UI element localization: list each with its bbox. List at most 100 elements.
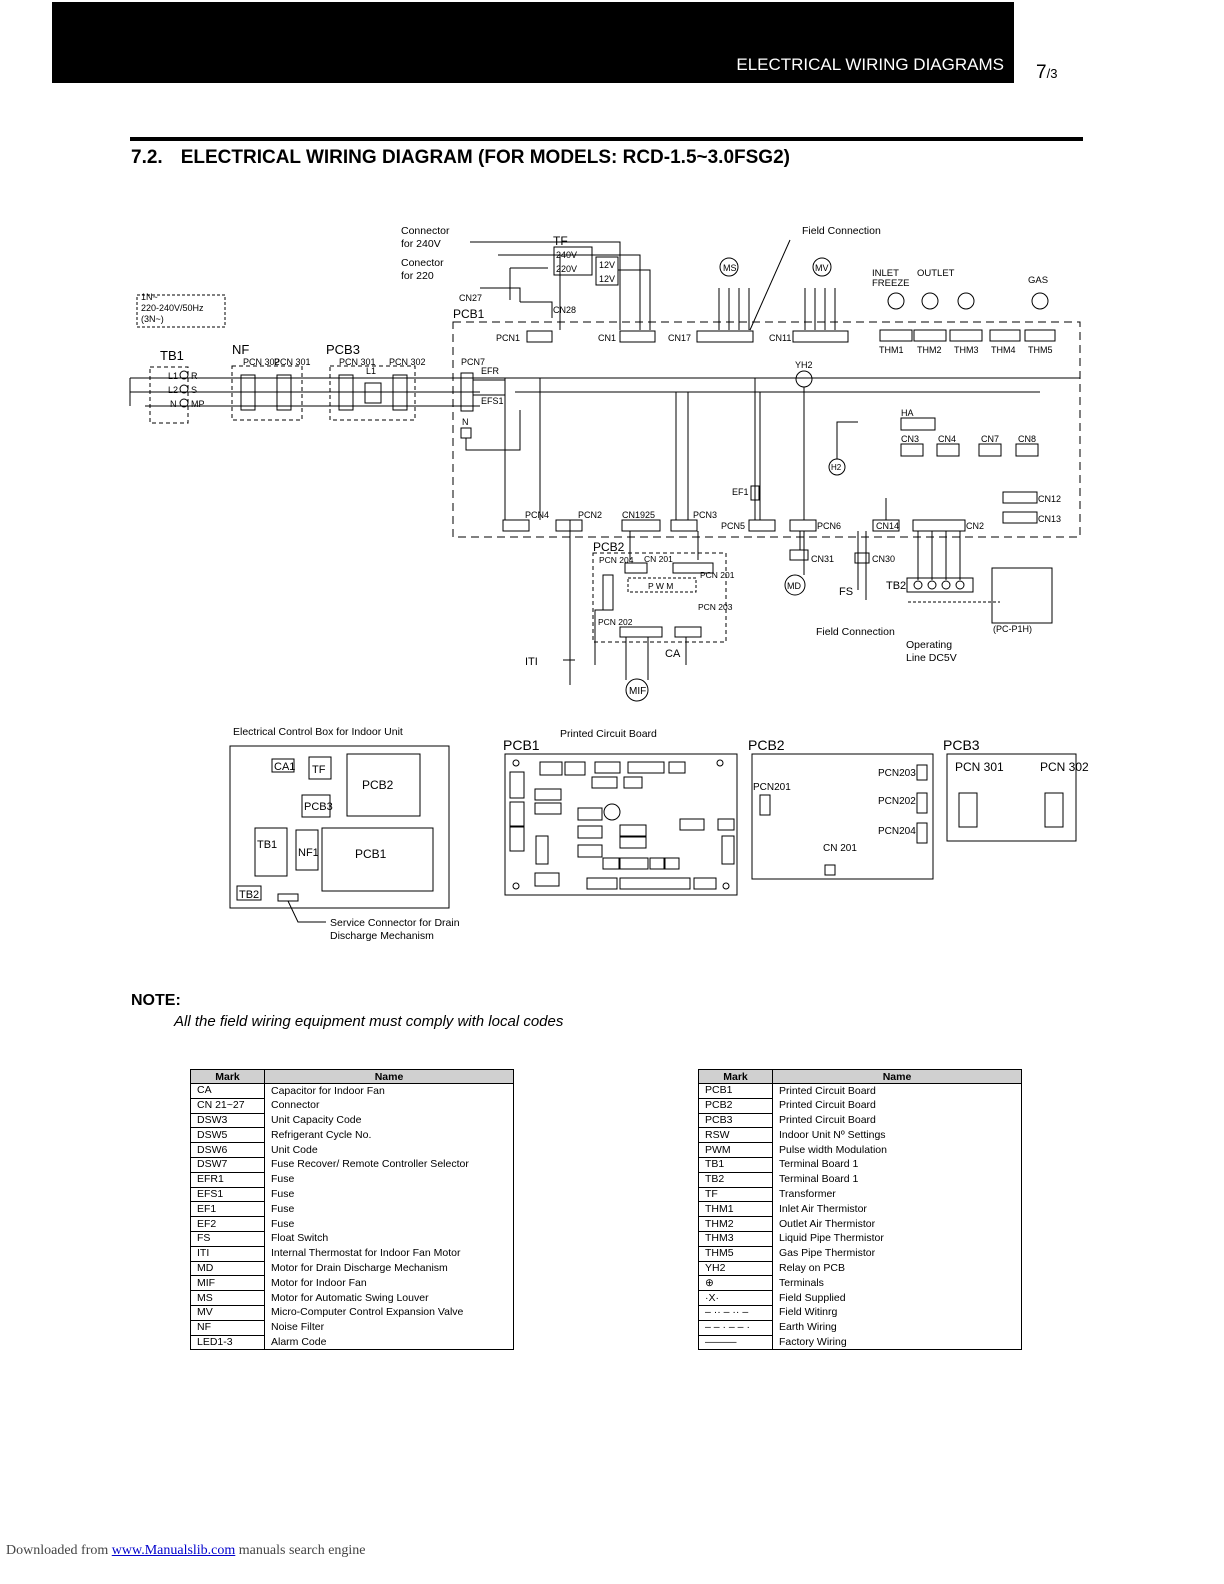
legend-name: Motor for Drain Discharge Mechanism [264,1261,514,1276]
svg-text:N: N [170,399,177,409]
svg-text:Field Connection: Field Connection [802,225,881,237]
svg-text:TB2: TB2 [886,580,906,592]
header-title: ELECTRICAL WIRING DIAGRAMS [736,55,1004,74]
svg-text:EFR: EFR [481,366,500,376]
svg-text:PCN 302: PCN 302 [389,357,426,367]
svg-text:12V: 12V [599,260,615,270]
svg-text:P W M: P W M [648,581,673,591]
legend-mark: ·X· [698,1290,773,1306]
svg-text:HA: HA [901,408,914,418]
svg-text:CN1925: CN1925 [622,510,655,520]
note-heading: NOTE: [131,992,181,1009]
pcb1-boundary [452,321,1081,538]
legend-name: Fuse Recover/ Remote Controller Selector [264,1157,514,1173]
legend-mark: FS [190,1231,265,1247]
svg-text:OUTLET: OUTLET [917,268,955,279]
svg-text:Connector: Connector [401,225,450,237]
legend-name: Terminal Board 1 [772,1172,1022,1188]
svg-text:TF: TF [553,234,568,248]
svg-text:PCN3: PCN3 [693,510,717,520]
svg-text:THM3: THM3 [954,345,979,355]
svg-text:Line DC5V: Line DC5V [906,652,957,664]
svg-text:NF1: NF1 [298,847,319,859]
svg-text:PCN 204: PCN 204 [599,555,634,565]
legend-mark: YH2 [698,1261,773,1277]
svg-text:PCN4: PCN4 [525,510,549,520]
legend-mark: ——— [698,1335,773,1351]
legend-mark: DSW3 [190,1113,265,1129]
svg-text:CN7: CN7 [981,434,999,444]
svg-text:PCB3: PCB3 [326,342,360,357]
legend-mark: DSW5 [190,1127,265,1144]
legend-name: Printed Circuit Board [772,1113,1022,1128]
note-text: All the field wiring equipment must comp… [174,1013,564,1030]
legend-name: Pulse width Modulation [772,1142,1022,1158]
svg-text:PCN 203: PCN 203 [698,602,733,612]
legend-mark: RSW [698,1127,773,1144]
legend-mark: THM3 [698,1231,773,1247]
svg-text:PCN 202: PCN 202 [598,617,633,627]
svg-text:PCB2: PCB2 [593,540,625,554]
svg-text:NF: NF [232,342,249,357]
svg-text:CN27: CN27 [459,293,482,303]
svg-text:TB1: TB1 [160,348,184,363]
svg-text:CN 201: CN 201 [644,554,673,564]
legend-mark: THM5 [698,1246,773,1262]
svg-text:220-240V/50Hz: 220-240V/50Hz [141,303,204,313]
legend-row: ———Factory Wiring [698,1335,1022,1351]
legend-mark: MS [190,1290,265,1306]
legend-name: Unit Capacity Code [264,1113,514,1128]
legend-mark: TB1 [698,1157,773,1173]
legend-header-name: Name [264,1069,514,1084]
svg-text:12V: 12V [599,274,615,284]
svg-text:CN13: CN13 [1038,514,1061,524]
svg-text:PCN 301: PCN 301 [955,760,1004,774]
legend-name: Connector [264,1098,514,1114]
svg-text:PCB1: PCB1 [453,307,485,321]
svg-text:CN12: CN12 [1038,494,1061,504]
legend-name: Alarm Code [264,1335,514,1351]
svg-text:PCN5: PCN5 [721,521,745,531]
legend-mark: PWM [698,1142,773,1158]
svg-text:220V: 220V [556,264,577,274]
svg-text:CN8: CN8 [1018,434,1036,444]
svg-text:CA: CA [665,648,681,660]
svg-text:PCN 301: PCN 301 [274,357,311,367]
svg-text:PCN7: PCN7 [461,357,485,367]
legend-mark: THM2 [698,1216,773,1232]
svg-text:THM4: THM4 [991,345,1016,355]
legend-mark: EF1 [190,1201,265,1218]
svg-text:for 240V: for 240V [401,238,441,250]
section-title: 7.2.ELECTRICAL WIRING DIAGRAM (FOR MODEL… [131,147,790,168]
legend-header-name: Name [772,1069,1022,1084]
svg-text:THM5: THM5 [1028,345,1053,355]
svg-text:PCN 302: PCN 302 [243,357,280,367]
svg-text:MIF: MIF [629,686,646,697]
legend-name: Gas Pipe Thermistor [772,1246,1022,1262]
svg-text:EF1: EF1 [732,487,749,497]
svg-text:CN14: CN14 [876,521,899,531]
legend-mark: PCB3 [698,1113,773,1129]
svg-text:CN1: CN1 [598,333,616,343]
legend-mark: MIF [190,1275,265,1292]
svg-text:PCB3: PCB3 [943,737,980,753]
manualslib-link[interactable]: www.Manualslib.com [111,1543,236,1558]
legend-mark: EF2 [190,1216,265,1232]
legend-mark: NF [190,1320,265,1336]
svg-text:L2: L2 [168,385,178,395]
section-rule [130,137,1083,141]
legend-mark: TF [698,1187,773,1203]
